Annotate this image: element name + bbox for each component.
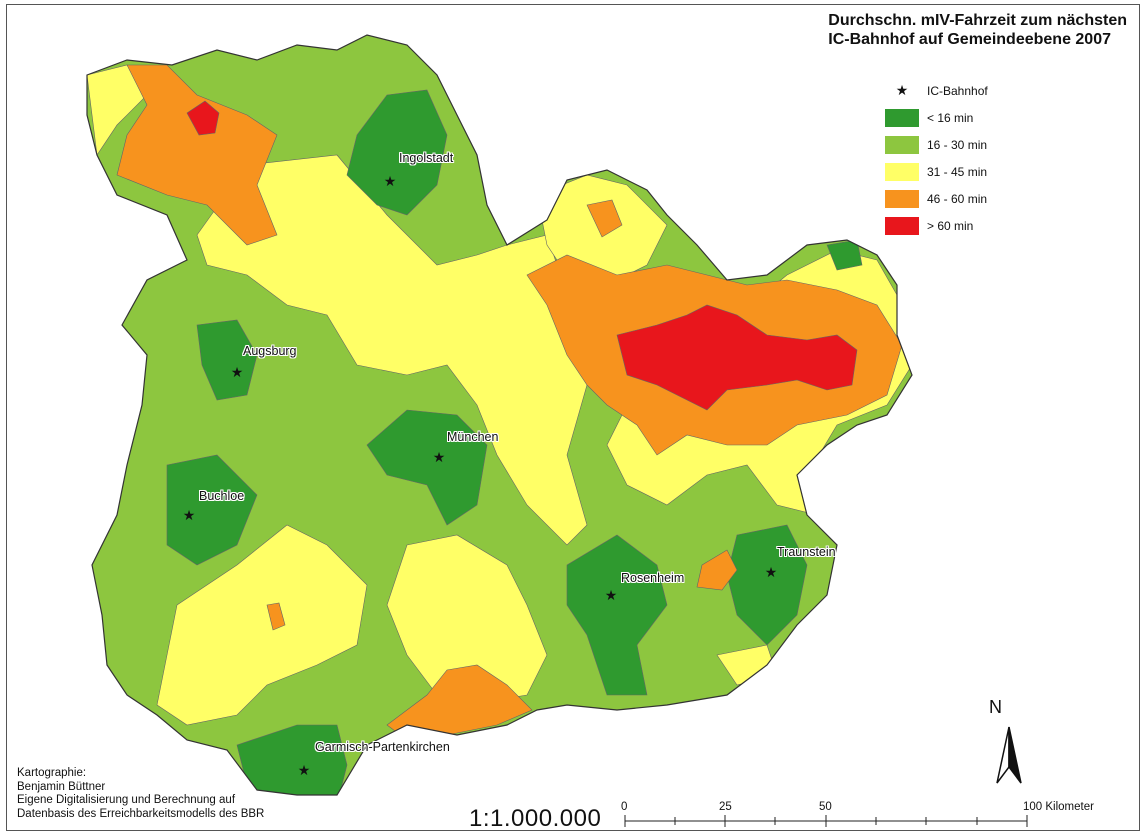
city-label-traunstein: Traunstein bbox=[777, 545, 836, 559]
credits-line-4: Datenbasis des Erreichbarkeitsmodells de… bbox=[17, 807, 265, 820]
area-46-60-southwest-small bbox=[266, 602, 286, 631]
legend-row-class: > 60 min bbox=[885, 212, 988, 239]
legend-swatch bbox=[885, 135, 919, 154]
legend-swatch bbox=[885, 216, 919, 235]
area-31-45-north bbox=[196, 154, 588, 546]
area-lt16-traunstein bbox=[726, 524, 808, 646]
area-46-60-north-small bbox=[586, 199, 623, 238]
station-star-icon: ★ bbox=[765, 564, 778, 580]
scale-tick-label: 100 Kilometer bbox=[1023, 801, 1094, 813]
title-line-2: IC-Bahnhof auf Gemeindeebene 2007 bbox=[828, 31, 1111, 48]
legend-class-label: > 60 min bbox=[927, 218, 974, 233]
station-star-icon: ★ bbox=[605, 587, 618, 603]
area-31-45-southwest bbox=[156, 524, 368, 726]
area-lt16-augsburg bbox=[196, 319, 258, 401]
credits-line-2: Benjamin Büttner bbox=[17, 780, 106, 793]
scale-ratio: 1:1.000.000 bbox=[469, 805, 602, 831]
legend-row-class: 16 - 30 min bbox=[885, 131, 988, 158]
scale-tick-label: 50 bbox=[819, 801, 832, 813]
legend-class-label: < 16 min bbox=[927, 110, 974, 125]
legend: ★ IC-Bahnhof < 16 min 16 - 30 min 31 - 4… bbox=[885, 77, 988, 239]
scale-bar bbox=[624, 815, 1028, 827]
legend-swatch bbox=[885, 162, 919, 181]
title-line-1: Durchschn. mIV-Fahrzeit zum nächsten bbox=[828, 12, 1127, 29]
north-label: N bbox=[989, 697, 1002, 717]
legend-row-station: ★ IC-Bahnhof bbox=[885, 77, 988, 104]
city-label-ingolstadt: Ingolstadt bbox=[399, 151, 454, 165]
city-markers: ★ ★ ★ ★ ★ ★ ★ bbox=[183, 173, 778, 778]
area-lt16-muenchen bbox=[366, 409, 488, 526]
area-lt16-rosenheim bbox=[566, 534, 668, 696]
area-gt60-east bbox=[616, 304, 858, 411]
station-star-icon: ★ bbox=[231, 364, 244, 380]
scale-tick-label: 0 bbox=[621, 801, 628, 813]
city-label-garmisch: Garmisch-Partenkirchen bbox=[315, 740, 450, 754]
station-star-icon: ★ bbox=[298, 762, 311, 778]
area-lt16-buchloe bbox=[166, 454, 258, 566]
area-46-60-northwest bbox=[116, 64, 278, 246]
star-icon: ★ bbox=[895, 82, 909, 98]
area-gt60-northwest bbox=[186, 100, 220, 136]
credits-line-1: Kartographie: bbox=[17, 767, 87, 779]
legend-class-label: 16 - 30 min bbox=[927, 137, 988, 152]
legend-row-class: < 16 min bbox=[885, 104, 988, 131]
legend-swatch bbox=[885, 108, 919, 127]
scale-tick-label: 25 bbox=[719, 801, 732, 813]
credits: Kartographie: Benjamin Büttner Eigene Di… bbox=[17, 767, 264, 821]
legend-swatch bbox=[885, 189, 919, 208]
area-46-60-rosenheim-east bbox=[696, 549, 738, 591]
legend-row-class: 46 - 60 min bbox=[885, 185, 988, 212]
city-label-rosenheim: Rosenheim bbox=[621, 571, 685, 585]
station-star-icon: ★ bbox=[384, 173, 397, 189]
legend-class-label: 31 - 45 min bbox=[927, 164, 988, 179]
map-title: Durchschn. mIV-Fahrzeit zum nächsten IC-… bbox=[828, 11, 1127, 49]
city-label-buchloe: Buchloe bbox=[199, 489, 245, 503]
city-label-muenchen: München bbox=[447, 430, 499, 444]
north-arrow-icon bbox=[996, 726, 1022, 784]
map-frame: ★ ★ ★ ★ ★ ★ ★ Durchschn. mIV-Fahrzeit zum näch… bbox=[6, 4, 1140, 831]
city-label-augsburg: Augsburg bbox=[243, 344, 297, 358]
choropleth-map: ★ ★ ★ ★ ★ ★ ★ bbox=[86, 34, 1028, 827]
legend-class-label: 46 - 60 min bbox=[927, 191, 988, 206]
station-star-icon: ★ bbox=[433, 449, 446, 465]
credits-line-3: Eigene Digitalisierung und Berechnung au… bbox=[17, 794, 236, 806]
station-star-icon: ★ bbox=[183, 507, 196, 523]
legend-row-class: 31 - 45 min bbox=[885, 158, 988, 185]
area-lt16-east-small bbox=[826, 239, 863, 271]
area-31-45-south bbox=[386, 534, 548, 706]
area-lt16-ingolstadt bbox=[346, 89, 448, 216]
legend-station-label: IC-Bahnhof bbox=[927, 83, 988, 98]
